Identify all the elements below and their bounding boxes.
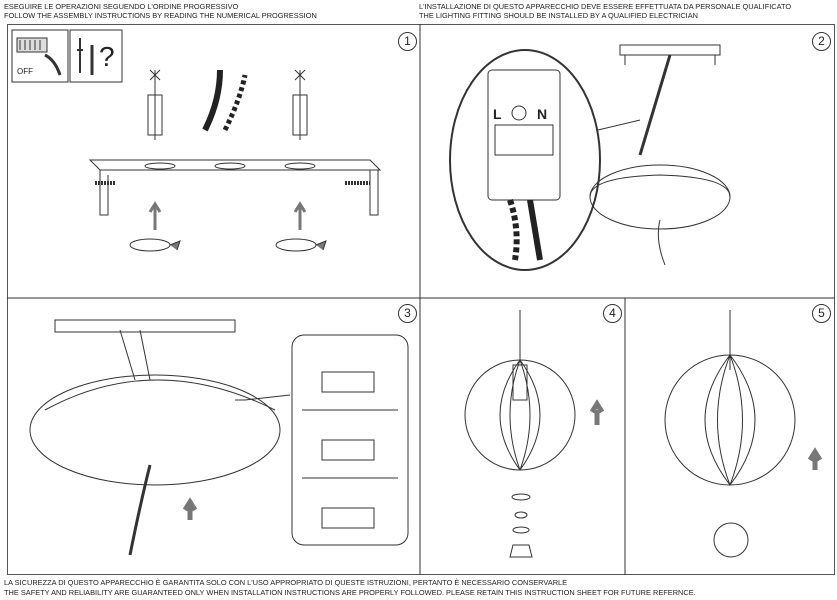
step3-canopy-assembly [29, 319, 291, 556]
step2-canopy [589, 44, 731, 266]
mains-cables [202, 69, 248, 132]
step4-globe-lamp [464, 310, 605, 558]
terminal-l-label: L [493, 106, 502, 122]
step-5-number: 5 [812, 304, 831, 323]
footer-italian: LA SICUREZZA DI QUESTO APPARECCHIO È GAR… [4, 578, 568, 587]
header-left: ESEGUIRE LE OPERAZIONI SEGUENDO L'ORDINE… [4, 2, 317, 20]
terminal-n-label: N [537, 106, 547, 122]
step1-bracket [88, 159, 382, 216]
footer-english: THE SAFETY AND RELIABILITY ARE GUARANTEE… [4, 588, 696, 597]
power-off-warning-icon [11, 29, 69, 83]
header-right-english: THE LIGHTING FITTING SHOULD BE INSTALLED… [419, 11, 698, 20]
step3-detail-callout [291, 334, 409, 546]
zoom-callout-line [597, 119, 641, 131]
off-label: OFF [17, 67, 33, 76]
step-2-number: 2 [812, 32, 831, 51]
step5-globe-lamp-with-bulb [664, 310, 823, 558]
footer: LA SICUREZZA DI QUESTO APPARECCHIO È GAR… [4, 578, 696, 598]
step-3-number: 3 [398, 304, 417, 323]
instruction-frame [7, 24, 835, 575]
wall-anchors [147, 69, 308, 140]
tools-icon [69, 29, 123, 83]
step2-terminal-block-zoom [449, 49, 601, 271]
header-right-italian: L'INSTALLAZIONE DI QUESTO APPARECCHIO DE… [419, 2, 792, 11]
screw-arrows [129, 201, 327, 252]
header-left-english: FOLLOW THE ASSEMBLY INSTRUCTIONS BY READ… [4, 11, 317, 20]
step-4-number: 4 [603, 304, 622, 323]
question-mark: ? [99, 41, 115, 72]
header-right: L'INSTALLAZIONE DI QUESTO APPARECCHIO DE… [419, 2, 791, 20]
header-left-italian: ESEGUIRE LE OPERAZIONI SEGUENDO L'ORDINE… [4, 2, 239, 11]
step-1-number: 1 [398, 32, 417, 51]
